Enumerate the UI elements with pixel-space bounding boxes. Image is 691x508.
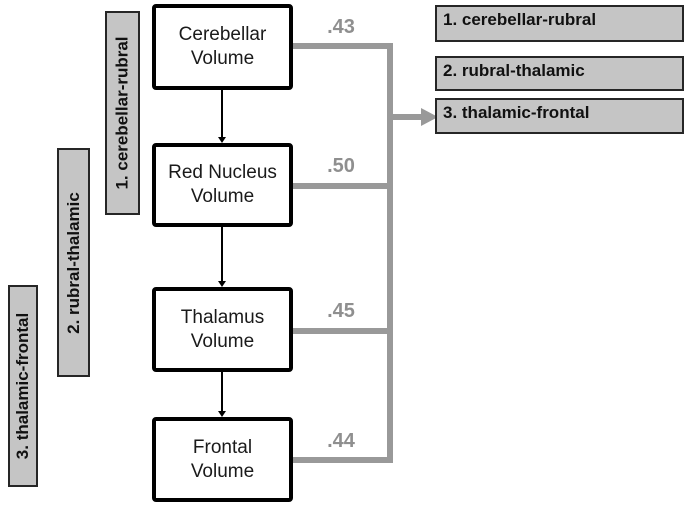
node-frontal-volume: Frontal Volume xyxy=(152,417,293,502)
path-value-cerebellar: .43 xyxy=(327,16,355,38)
path-value-frontal: .44 xyxy=(327,430,355,452)
down-arrow-icon xyxy=(218,137,226,143)
rotated-label-text: 3. thalamic-frontal xyxy=(13,312,33,460)
connector-vertical-bus xyxy=(387,43,393,463)
rotated-label-rubral-thalamic: 2. rubral-thalamic xyxy=(57,148,90,377)
connector-red-nucleus xyxy=(293,183,393,189)
node-thalamus-volume: Thalamus Volume xyxy=(152,287,293,372)
down-arrow-stem xyxy=(221,227,223,281)
rotated-label-thalamic-frontal: 3. thalamic-frontal xyxy=(8,285,38,487)
node-cerebellar-volume: Cerebellar Volume xyxy=(152,4,293,90)
legend-item-rubral-thalamic: 2. rubral-thalamic xyxy=(435,56,684,91)
path-value-red-nucleus: .50 xyxy=(327,155,355,177)
down-arrow-stem xyxy=(221,372,223,411)
rotated-label-text: 2. rubral-thalamic xyxy=(63,191,83,334)
right-arrow-icon xyxy=(421,108,438,126)
connector-cerebellar xyxy=(293,43,393,49)
down-arrow-icon xyxy=(218,281,226,287)
legend-arrow-stem xyxy=(393,114,422,120)
connector-thalamus xyxy=(293,328,393,334)
rotated-label-text: 1. cerebellar-rubral xyxy=(112,36,132,190)
down-arrow-icon xyxy=(218,411,226,417)
connector-frontal xyxy=(293,457,393,463)
path-value-thalamus: .45 xyxy=(327,300,355,322)
rotated-label-cerebellar-rubral: 1. cerebellar-rubral xyxy=(105,11,140,215)
legend-item-thalamic-frontal: 3. thalamic-frontal xyxy=(435,98,684,134)
down-arrow-stem xyxy=(221,90,223,137)
node-red-nucleus-volume: Red Nucleus Volume xyxy=(152,143,293,227)
legend-item-cerebellar-rubral: 1. cerebellar-rubral xyxy=(435,5,684,42)
